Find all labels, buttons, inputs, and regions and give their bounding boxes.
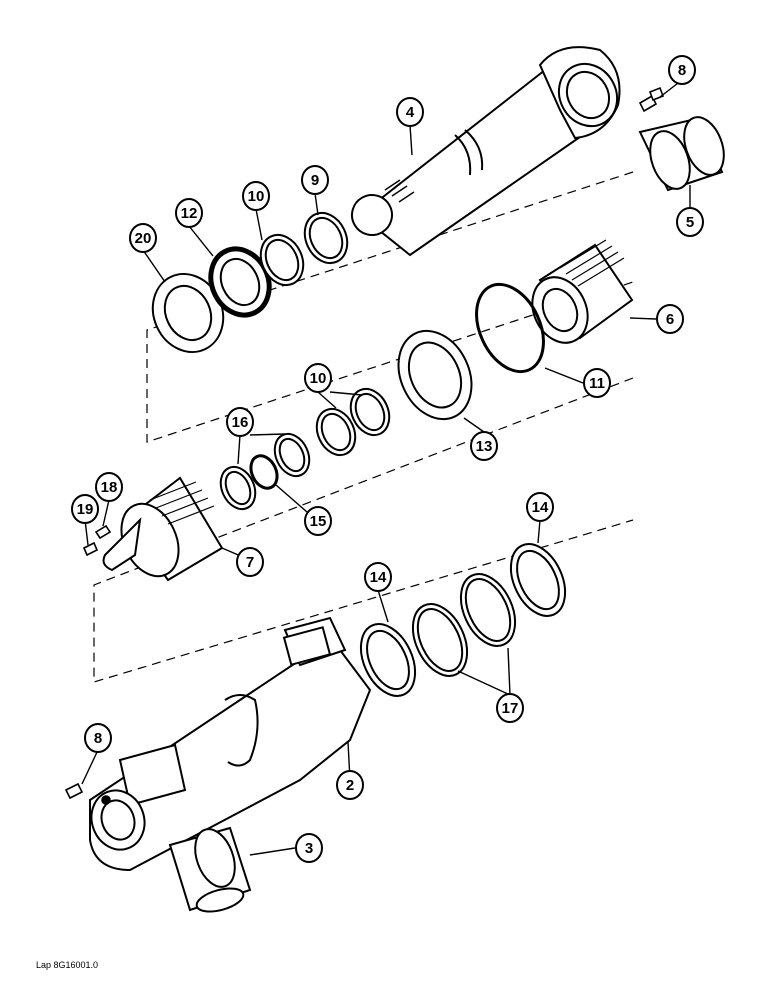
callout-circle [396, 97, 424, 127]
callout-c10b: 10 [304, 363, 332, 393]
callout-circle [242, 181, 270, 211]
gland-nut [531, 239, 634, 344]
cylinder-barrel [89, 616, 372, 872]
callout-c19: 19 [71, 494, 99, 524]
callout-c7: 7 [236, 547, 264, 577]
set-screw [82, 524, 112, 557]
callout-c14b: 14 [364, 562, 392, 592]
callout-circle [226, 407, 254, 437]
piston-seal-rings [219, 432, 311, 511]
callout-circle [496, 693, 524, 723]
callout-label: 18 [101, 479, 118, 496]
callout-circle [295, 833, 323, 863]
callout-circle [304, 363, 332, 393]
callout-label: 10 [310, 370, 327, 387]
callout-circle [71, 494, 99, 524]
callout-label: 16 [232, 414, 249, 431]
callout-circle [84, 723, 112, 753]
callout-circle [668, 55, 696, 85]
grease-fitting-top [638, 86, 665, 113]
callout-label: 13 [476, 438, 493, 455]
callout-label: 17 [502, 700, 519, 717]
callout-label: 20 [135, 230, 152, 247]
callout-circle [526, 492, 554, 522]
callout-c4: 4 [396, 97, 424, 127]
callout-c16: 16 [226, 407, 254, 437]
callout-label: 3 [305, 840, 313, 857]
callout-circle [175, 198, 203, 228]
callout-c14a: 14 [526, 492, 554, 522]
callout-circle [95, 472, 123, 502]
callout-c8a: 8 [668, 55, 696, 85]
callout-circle [129, 223, 157, 253]
callout-circle [656, 304, 684, 334]
callout-c10a: 10 [242, 181, 270, 211]
callout-group: 8 4 5 9 10 12 20 6 11 13 10 16 15 18 19 7 14 14 17 8 2 3 [71, 55, 704, 863]
rod-rings-lower [315, 387, 391, 457]
piston-rings [359, 543, 567, 697]
callout-c20: 20 [129, 223, 157, 253]
callout-c6: 6 [656, 304, 684, 334]
o-ring-large [475, 282, 545, 374]
grease-fitting-bottom [64, 782, 111, 805]
callout-circle [304, 506, 332, 536]
gland-ring [397, 329, 473, 421]
callout-circle [236, 547, 264, 577]
callout-c8b: 8 [84, 723, 112, 753]
callout-c17: 17 [496, 693, 524, 723]
callout-c5: 5 [676, 207, 704, 237]
callout-label: 8 [94, 730, 102, 747]
callout-circle [364, 562, 392, 592]
callout-label: 6 [666, 311, 674, 328]
callout-label: 10 [248, 188, 265, 205]
callout-circle [583, 368, 611, 398]
callout-label: 19 [77, 501, 94, 518]
callout-label: 2 [346, 777, 354, 794]
callout-label: 14 [370, 569, 387, 586]
callout-label: 7 [246, 554, 254, 571]
rod-rings-upper [259, 211, 349, 287]
drawing-reference-code: Lap 8G16001.0 [36, 960, 98, 970]
callout-label: 9 [311, 172, 319, 189]
callout-circle [470, 431, 498, 461]
callout-c11: 11 [583, 368, 611, 398]
callout-c15: 15 [304, 506, 332, 536]
callout-label: 4 [406, 104, 415, 121]
callout-label: 15 [310, 513, 327, 530]
assembly-guide-lines [93, 171, 634, 683]
callout-label: 11 [589, 375, 605, 392]
callout-label: 14 [532, 499, 549, 516]
piston-rod [351, 46, 621, 257]
piston [102, 476, 224, 582]
callout-c3: 3 [295, 833, 323, 863]
callout-circle [676, 207, 704, 237]
bushing-bottom [168, 826, 252, 913]
callout-label: 12 [181, 205, 198, 222]
callout-label: 5 [686, 214, 694, 231]
callout-circle [301, 165, 329, 195]
callout-c12: 12 [175, 198, 203, 228]
bushing-top [638, 116, 725, 192]
callout-c18: 18 [95, 472, 123, 502]
callout-c2: 2 [336, 770, 364, 800]
callout-c13: 13 [470, 431, 498, 461]
leader-lines [81, 79, 691, 856]
callout-label: 8 [678, 62, 686, 79]
callout-circle [336, 770, 364, 800]
callout-c9: 9 [301, 165, 329, 195]
